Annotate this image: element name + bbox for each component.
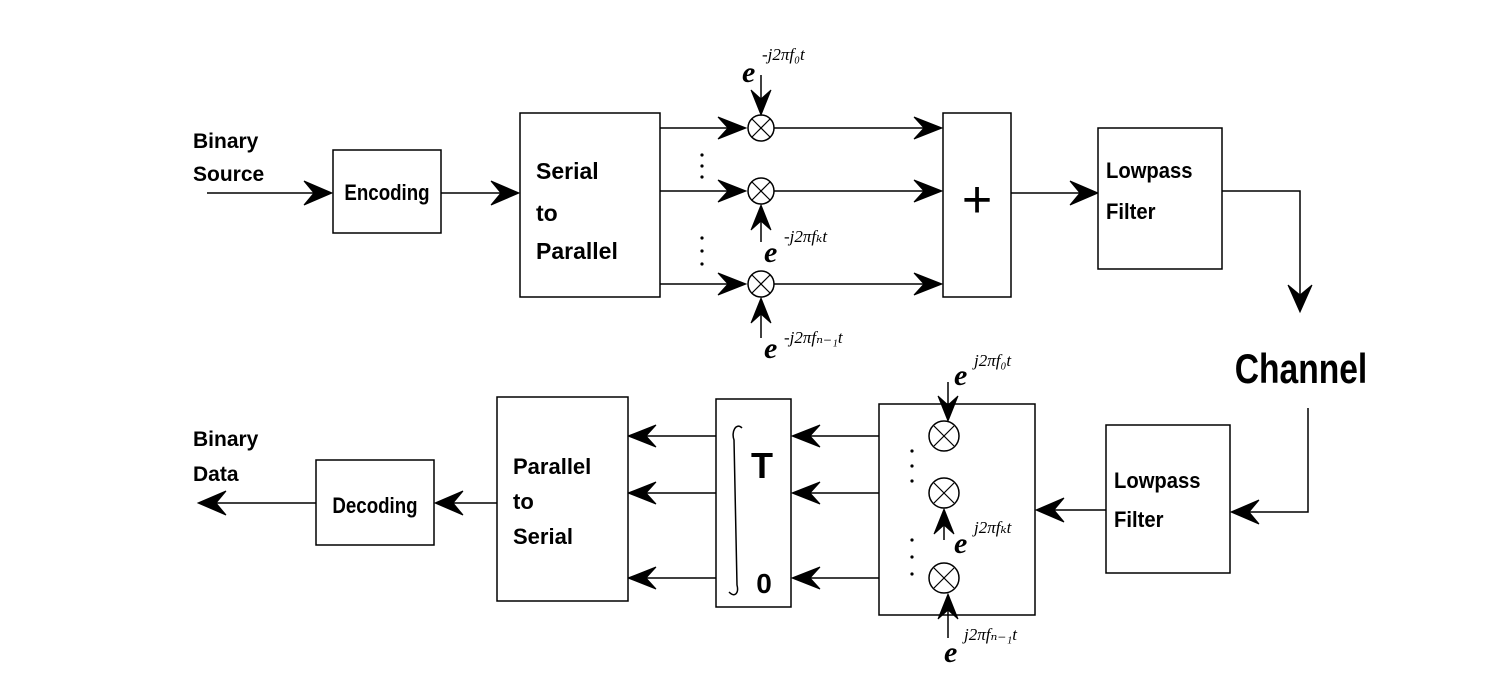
rx-lpf-to-demod-arrowhead <box>1034 497 1065 523</box>
tx-mixer-mid <box>747 177 775 205</box>
transmitter-chain: Binary Source Encoding Serial to Paralle… <box>193 45 1313 365</box>
rx-branch-ellipsis-lower <box>910 538 914 576</box>
tx-lpf-label-line2: Filter <box>1106 200 1155 224</box>
rx-carrier-top-arrowhead <box>937 395 959 423</box>
channel-label: Channel <box>1235 347 1367 393</box>
mixer-bot-to-sum-arrowhead <box>913 272 944 296</box>
p2s-to-decoding-arrowhead <box>433 490 464 516</box>
s2p-branch-top-arrowhead <box>717 116 748 140</box>
integral-lower-limit: 0 <box>756 568 772 599</box>
channel-to-rx-lpf-arrowhead <box>1229 499 1260 525</box>
receiver-chain: Lowpass Filter <box>193 351 1309 669</box>
rx-lowpass-filter-block <box>1105 424 1231 574</box>
binary-data-output-arrowhead <box>196 490 227 516</box>
tx-lpf-to-channel-arrowhead <box>1287 284 1313 314</box>
demod-to-int-bot-arrowhead <box>790 566 821 590</box>
serial-to-parallel-block <box>519 112 661 298</box>
s2p-label-line2: to <box>536 200 558 226</box>
integrator-block <box>715 398 792 608</box>
binary-source-label-line2: Source <box>193 163 264 186</box>
decoding-label: Decoding <box>332 495 417 519</box>
parallel-to-serial-block <box>496 396 629 602</box>
rx-carrier-top-base: e <box>954 359 967 392</box>
tx-branch-ellipsis-lower <box>700 236 704 266</box>
s2p-label-line1: Serial <box>536 158 599 184</box>
tx-carrier-bot-exponent: -j2πfₙ₋₁t <box>784 328 844 347</box>
rx-mixer-mid <box>928 477 960 509</box>
tx-carrier-top-arrowhead <box>750 89 772 117</box>
channel-to-rx-lpf-wire <box>1245 408 1309 513</box>
rx-carrier-mid-arrowhead <box>933 507 955 535</box>
tx-lowpass-filter-block <box>1097 127 1223 270</box>
integral-upper-limit: T <box>751 445 773 486</box>
tx-carrier-top-exponent: -j2πf₀t <box>762 45 806 64</box>
tx-carrier-mid-base: e <box>764 236 777 269</box>
summer-block <box>942 112 1012 298</box>
rx-carrier-mid-exponent: j2πfₖt <box>972 518 1013 537</box>
sum-to-lpf-arrowhead <box>1069 180 1100 206</box>
integral-sign <box>728 425 743 596</box>
rx-lpf-label-line2: Filter <box>1114 508 1163 532</box>
tx-mixer-top <box>747 114 775 142</box>
s2p-label-line3: Parallel <box>536 238 618 264</box>
mixer-top-to-sum-arrowhead <box>913 116 944 140</box>
tx-carrier-bot-base: e <box>764 332 777 365</box>
rx-carrier-bot-arrowhead <box>937 592 959 620</box>
int-to-p2s-mid-arrowhead <box>626 481 657 505</box>
p2s-label-line3: Serial <box>513 524 573 549</box>
int-to-p2s-top-arrowhead <box>626 424 657 448</box>
rx-carrier-mid-base: e <box>954 527 967 560</box>
s2p-branch-mid-arrowhead <box>717 179 748 203</box>
summer-plus-sign: + <box>962 171 992 229</box>
tx-lpf-label-line1: Lowpass <box>1106 159 1193 183</box>
rx-carrier-bot-exponent: j2πfₙ₋₁t <box>962 625 1018 644</box>
tx-mixer-bot <box>747 270 775 298</box>
encoding-block <box>332 149 442 234</box>
binary-data-label-line2: Data <box>193 463 239 486</box>
tx-carrier-mid-arrowhead <box>750 203 772 231</box>
rx-branch-ellipsis-upper <box>910 449 914 483</box>
encoding-to-s2p-arrowhead <box>490 180 521 206</box>
p2s-label-line1: Parallel <box>513 454 591 479</box>
binary-source-label-line1: Binary <box>193 130 259 153</box>
mixer-mid-to-sum-arrowhead <box>913 179 944 203</box>
tx-lpf-to-channel-wire <box>1222 190 1301 296</box>
tx-carrier-bot-arrowhead <box>750 296 772 324</box>
tx-carrier-mid-exponent: -j2πfₖt <box>784 227 828 246</box>
rx-carrier-bot-base: e <box>944 636 957 669</box>
int-to-p2s-bot-arrowhead <box>626 566 657 590</box>
rx-carrier-top-exponent: j2πf₀t <box>972 351 1012 370</box>
p2s-label-line2: to <box>513 489 534 514</box>
rx-mixer-bot <box>928 562 960 594</box>
s2p-branch-bot-arrowhead <box>717 272 748 296</box>
rx-mixer-top <box>928 420 960 452</box>
rx-lpf-label-line1: Lowpass <box>1114 469 1201 493</box>
binary-source-arrowhead <box>303 180 334 206</box>
encoding-label: Encoding <box>344 182 429 206</box>
binary-data-label-line1: Binary <box>193 428 259 451</box>
demod-to-int-top-arrowhead <box>790 424 821 448</box>
demod-to-int-mid-arrowhead <box>790 481 821 505</box>
tx-carrier-top-base: e <box>742 56 755 89</box>
tx-branch-ellipsis-upper <box>700 153 704 179</box>
decoding-block <box>315 459 435 546</box>
